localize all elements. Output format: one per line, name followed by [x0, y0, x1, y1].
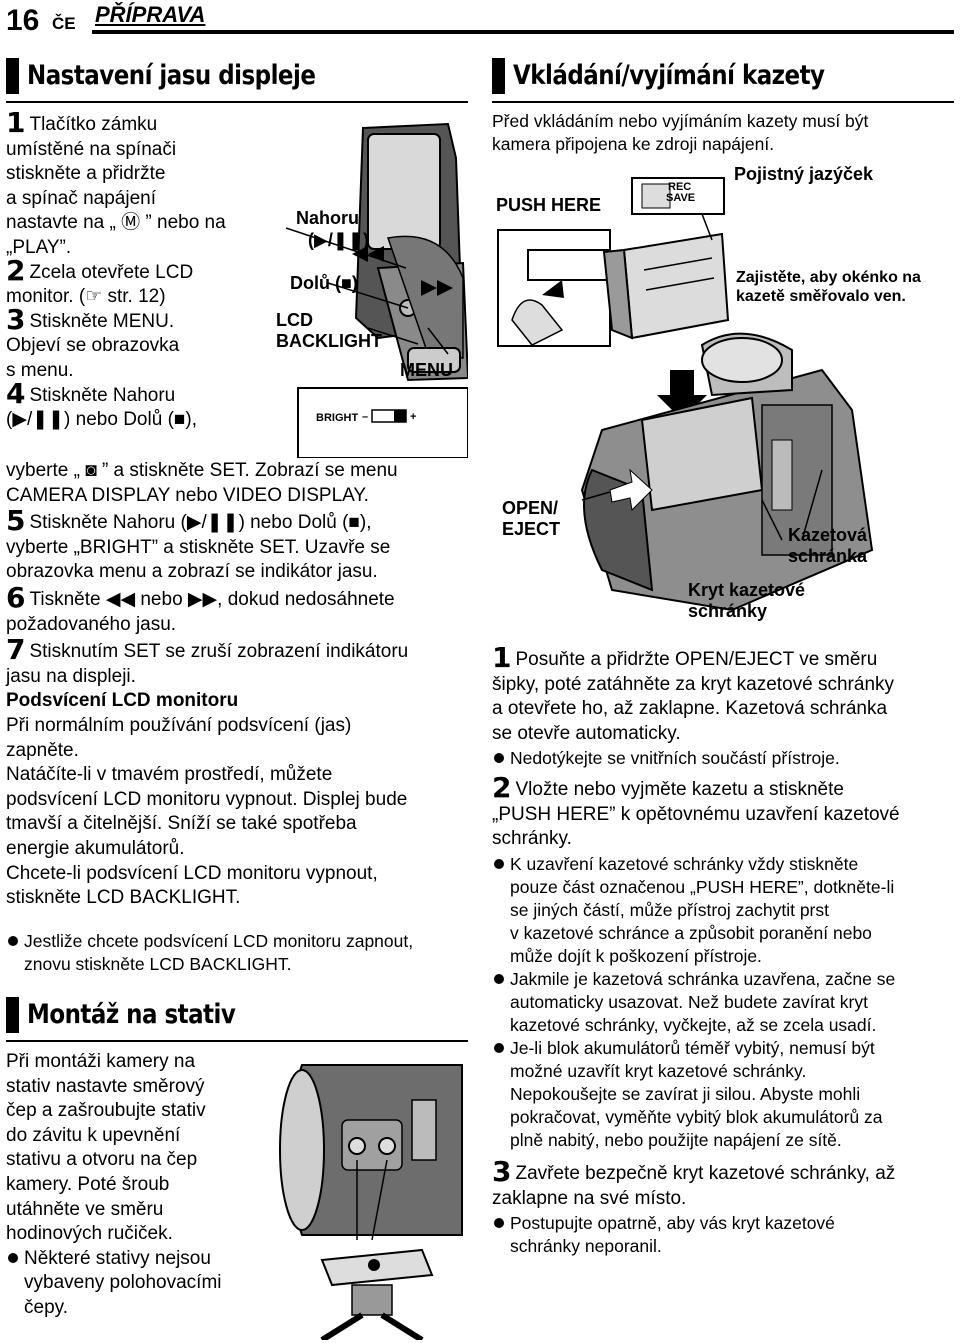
label-bright: BRIGHT: [316, 412, 359, 424]
section-rule: [6, 1040, 468, 1042]
cassette-section-title: Vkládání/vyjímání kazety: [492, 58, 879, 94]
cassette-intro: Před vkládáním nebo vyjímáním kazety mus…: [492, 111, 869, 154]
label-minus: –: [362, 411, 369, 423]
cassette-illustration: [497, 177, 874, 612]
page-number: 16: [6, 4, 40, 37]
tripod-section-title: Montáž na stativ: [6, 997, 272, 1033]
cassette-step-3-note: Postupujte opatrně, aby vás kryt kazetov…: [492, 1212, 835, 1258]
label-lcd: LCD: [276, 310, 313, 330]
label-open-eject: OPEN/ EJECT: [502, 498, 561, 539]
label-nahoru-symbol: (▶/❚❚): [308, 230, 369, 250]
brightness-section-title: Nastavení jasu displeje: [6, 58, 366, 94]
section-name: PŘÍPRAVA: [95, 2, 206, 27]
label-dolu: Dolů (■): [290, 273, 358, 293]
label-menu: MENU: [400, 360, 453, 380]
label-nahoru: Nahoru: [296, 208, 359, 228]
header-rule: [92, 30, 954, 34]
section-rule: [492, 101, 954, 103]
label-push-here: PUSH HERE: [496, 195, 602, 215]
language-code: ČE: [52, 14, 76, 33]
label-backlight: BACKLIGHT: [276, 331, 382, 351]
backlight-heading: Podsvícení LCD monitoru: [6, 690, 239, 712]
cassette-step-1-note: Nedotýkejte se vnitřních součástí přístr…: [492, 747, 840, 770]
section-rule: [6, 101, 468, 103]
label-plus: +: [410, 411, 417, 423]
label-rec: REC: [668, 181, 692, 193]
label-safety-tab: Pojistný jazýček: [734, 164, 874, 184]
cassette-step-2-notes: K uzavření kazetové schránky vždy stiskn…: [492, 853, 895, 1152]
tripod-illustration: [279, 1064, 463, 1340]
label-window-note: Zajistěte, aby okénko na kazetě směřoval…: [736, 269, 921, 305]
camera-side-illustration: [285, 122, 468, 458]
backlight-note: Jestliže chcete podsvícení LCD monitoru …: [6, 930, 413, 976]
brightness-steps-4-7: vyberte „ ◙ ” a stiskněte SET. Zobrazí s…: [6, 460, 409, 909]
label-cassette-cover: Kryt kazetové schránky: [688, 580, 806, 621]
label-cassette-holder: Kazetová schránka: [788, 525, 868, 566]
tripod-text: Při montáži kamery na stativ nastavte sm…: [6, 1051, 222, 1318]
label-save: SAVE: [666, 192, 696, 204]
